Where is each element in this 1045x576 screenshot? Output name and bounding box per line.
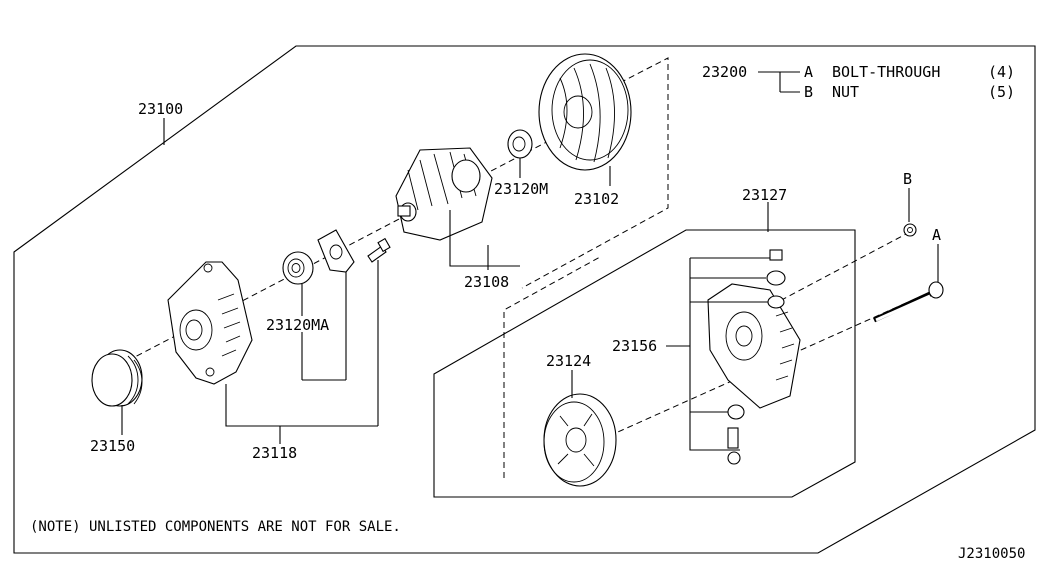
legend-b-text: NUT <box>832 83 859 101</box>
pulley-23150-drawing <box>91 349 143 407</box>
label-23156: 23156 <box>612 337 657 355</box>
label-23108: 23108 <box>464 273 509 291</box>
outer-frame <box>13 45 1036 554</box>
legend-b-letter: B <box>804 83 813 101</box>
axis-line-nut <box>771 232 909 306</box>
fastener-legend: A BOLT-THROUGH (4) B NUT (5) <box>804 63 1015 101</box>
legend-a-letter: A <box>804 63 813 81</box>
dashed-frame-23124 <box>503 256 601 478</box>
label-23127: 23127 <box>742 186 787 204</box>
inner-frame-23127 <box>433 229 856 498</box>
label-23118: 23118 <box>252 444 297 462</box>
label-23150: 23150 <box>90 437 135 455</box>
rotor-23108-drawing <box>395 147 493 241</box>
bearing-23120M-drawing <box>507 129 533 159</box>
bearing-23120MA-drawing <box>282 251 314 285</box>
legend-a-text: BOLT-THROUGH <box>832 63 940 81</box>
hardware-23127-drawing <box>727 249 786 465</box>
leader-lines <box>121 118 939 451</box>
label-23120m: 23120M <box>494 180 548 198</box>
legend-b-qty: (5) <box>988 83 1015 101</box>
rear-housing-23156-drawing <box>707 283 801 409</box>
note-text: (NOTE) UNLISTED COMPONENTS ARE NOT FOR S… <box>30 519 401 535</box>
rear-cover-23124-drawing <box>543 393 617 487</box>
legend-a-qty: (4) <box>988 63 1015 81</box>
screw-drawing <box>367 237 391 263</box>
nut-b-drawing <box>903 223 917 237</box>
label-23102: 23102 <box>574 190 619 208</box>
callout-a: A <box>932 226 941 244</box>
bolt-a-drawing <box>872 281 944 323</box>
legend-leaders <box>758 71 800 93</box>
label-23120ma: 23120MA <box>266 316 329 334</box>
front-housing-drawing <box>167 261 253 385</box>
label-23124: 23124 <box>546 352 591 370</box>
label-23200: 23200 <box>702 63 747 81</box>
stator-23102-drawing <box>538 53 632 171</box>
diagram-code: J2310050 <box>958 546 1025 562</box>
retainer-plate-drawing <box>317 229 355 273</box>
callout-b: B <box>903 170 912 188</box>
label-23100: 23100 <box>138 100 183 118</box>
